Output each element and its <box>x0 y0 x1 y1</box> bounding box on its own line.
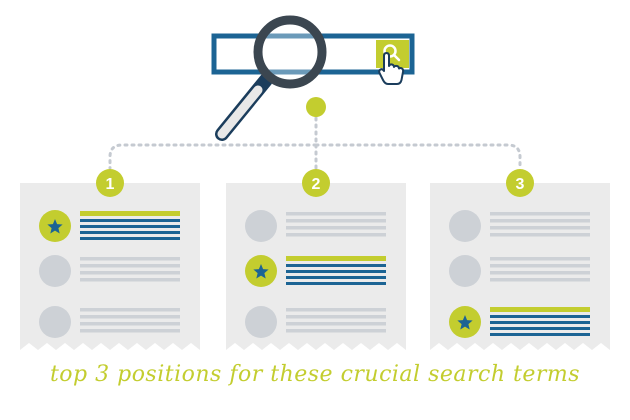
star-icon <box>47 219 63 234</box>
position-badge: 3 <box>506 169 534 197</box>
star-icon <box>457 315 473 330</box>
position-number: 1 <box>106 176 115 193</box>
result-row <box>449 210 590 242</box>
result-card: 2 <box>226 169 406 350</box>
highlighted-result-row <box>245 255 386 287</box>
star-icon <box>253 264 269 279</box>
position-number: 3 <box>516 176 525 193</box>
result-cards: 1 2 3 <box>20 169 610 350</box>
position-badge: 1 <box>96 169 124 197</box>
hand-pointer-icon <box>378 52 405 85</box>
magnifying-glass-icon <box>215 15 327 141</box>
result-card: 3 <box>430 169 610 350</box>
caption: top 3 positions for these crucial search… <box>49 362 581 387</box>
search-bar[interactable] <box>211 33 415 75</box>
highlighted-result-row <box>39 210 180 242</box>
result-row <box>245 210 386 242</box>
result-row <box>39 306 180 338</box>
highlighted-result-row <box>449 306 590 338</box>
position-number: 2 <box>312 176 321 193</box>
result-row <box>39 255 180 287</box>
result-card: 1 <box>20 169 200 350</box>
result-row <box>449 255 590 287</box>
result-row <box>245 306 386 338</box>
connector-lines <box>108 116 522 170</box>
position-badge: 2 <box>302 169 330 197</box>
connector-dot <box>306 97 326 117</box>
